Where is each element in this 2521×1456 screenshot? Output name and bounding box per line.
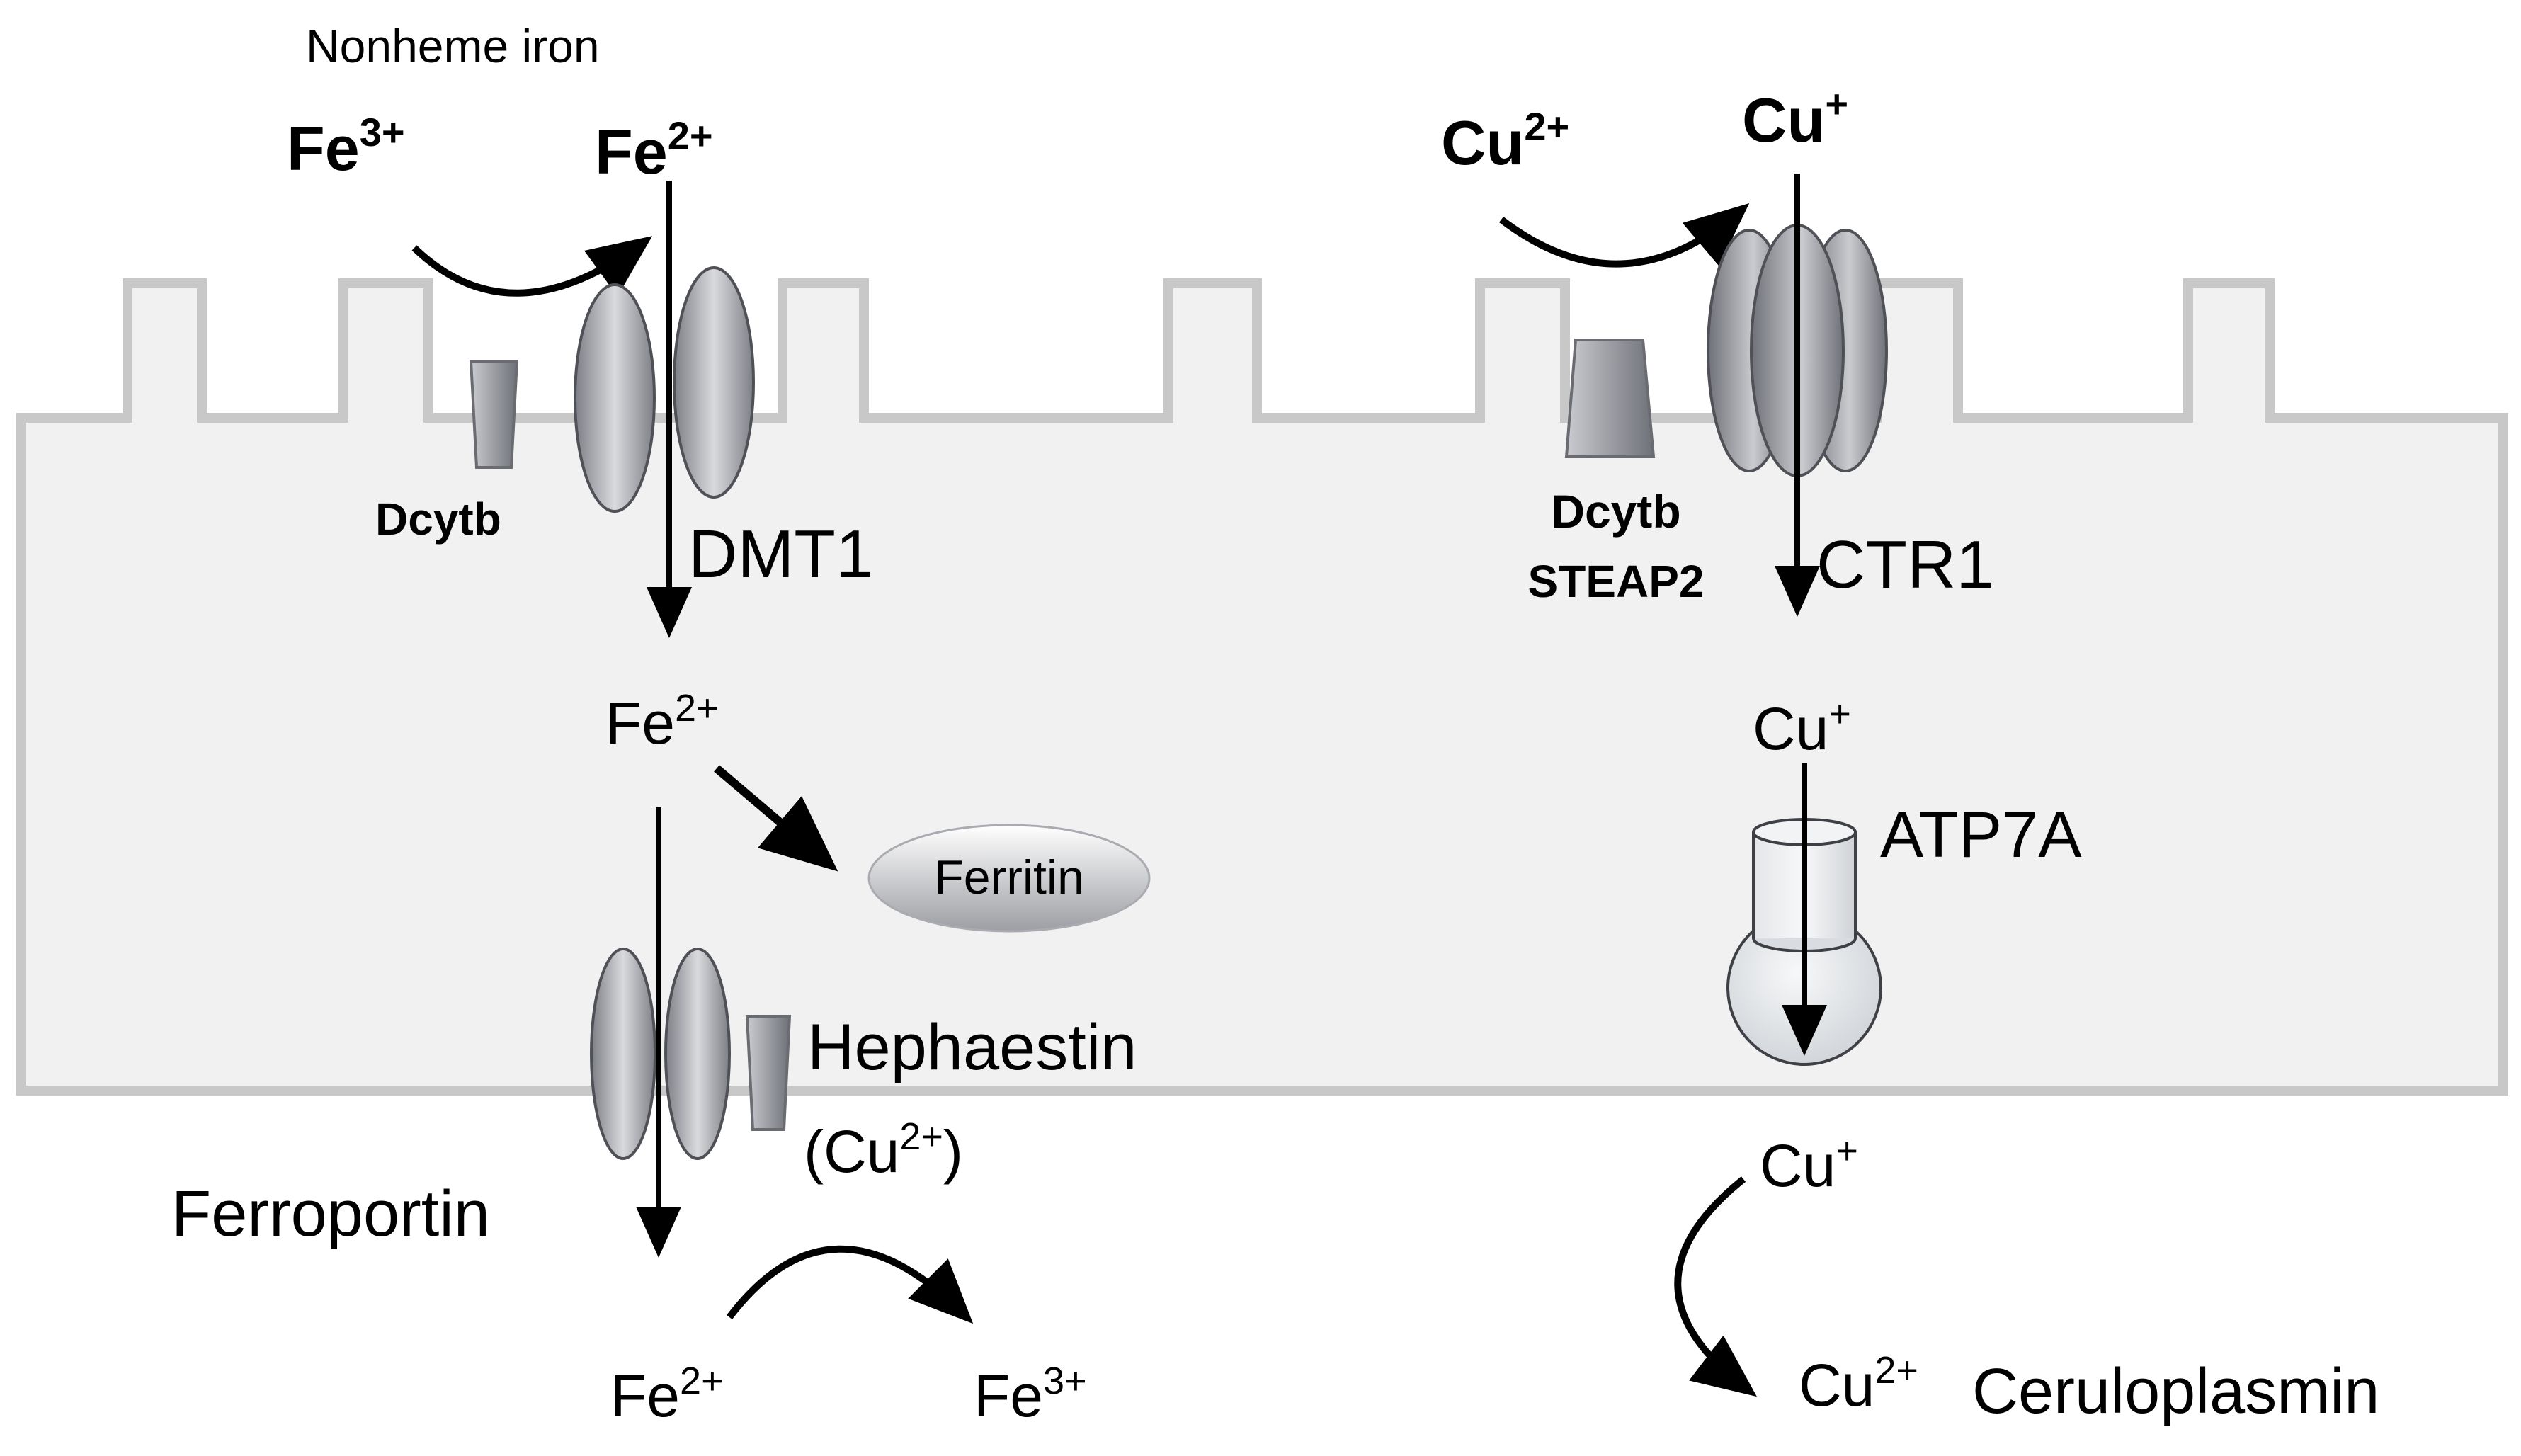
hephaestin-cofactor: (Cu2+): [804, 1115, 963, 1185]
ferroportin-subunit-left: [590, 948, 656, 1160]
cupric-reduction-arrow: [1498, 203, 1750, 268]
atp7a-label: ATP7A: [1880, 799, 2082, 871]
ferrous-oxidation-arrow: [727, 1245, 974, 1324]
ceruloplasmin-label: Ceruloplasmin: [1972, 1356, 2379, 1427]
fe3-outside: Fe3+: [287, 110, 405, 183]
cu1-intracellular: Cu+: [1753, 693, 1851, 762]
ferritin-storage-arrow: [714, 765, 838, 872]
ctr1-label: CTR1: [1816, 527, 1994, 603]
cu1-outside: Cu+: [1742, 81, 1848, 155]
ferritin-shape: [867, 824, 1151, 933]
fe3-oxidized: Fe3+: [974, 1360, 1087, 1429]
fe2-exported: Fe2+: [610, 1360, 724, 1429]
fe2-intracellular: Fe2+: [605, 687, 719, 756]
dmt1-label: DMT1: [688, 516, 873, 592]
nonheme-iron-label: Nonheme iron: [306, 20, 600, 72]
dcytb-copper-protein: [1564, 339, 1656, 458]
cell-membrane: [16, 278, 2508, 1096]
dcytb-iron-label: Dcytb: [375, 494, 501, 545]
ferritin-label: Ferritin: [934, 851, 1084, 904]
cu2-outside: Cu2+: [1441, 104, 1569, 178]
ferroportin-subunit-right: [664, 948, 731, 1160]
dmt1-subunit-left: [574, 283, 656, 513]
cuprous-oxidation-arrow: [1674, 1176, 1757, 1397]
hephaestin-protein: [745, 1015, 792, 1131]
steap2-label: STEAP2: [1528, 556, 1705, 607]
fe2-outside: Fe2+: [595, 113, 713, 187]
ferroportin-label: Ferroportin: [171, 1178, 490, 1250]
dmt1-subunit-right: [673, 266, 755, 499]
cu1-exported: Cu+: [1760, 1130, 1858, 1199]
hephaestin-label: Hephaestin: [807, 1011, 1137, 1084]
ferric-reduction-arrow: [411, 236, 653, 297]
dcytb-copper-label: Dcytb: [1551, 485, 1680, 538]
cu2-ceruloplasmin: Cu2+: [1799, 1349, 1918, 1418]
dcytb-iron-protein: [469, 360, 519, 469]
